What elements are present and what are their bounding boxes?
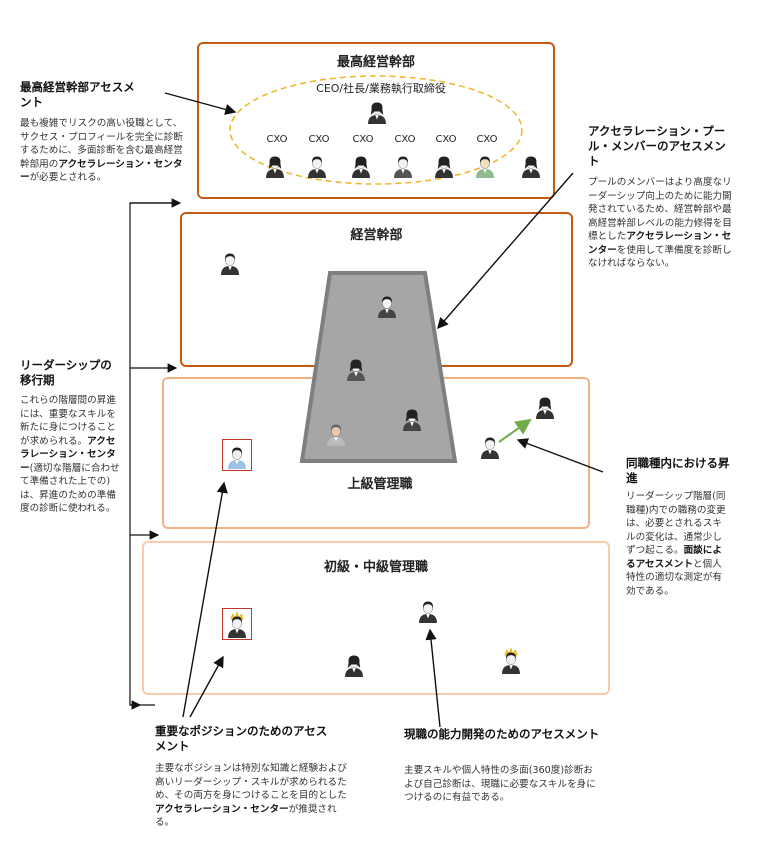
person-icon <box>417 597 439 623</box>
top-executive-box: 最高経営幹部 <box>197 42 555 199</box>
person-icon <box>343 651 365 677</box>
note-current-job-title: 現職の能力開発のためのアセスメント <box>404 727 600 741</box>
junior-manager-box: 初級・中級管理職 <box>142 541 610 695</box>
cxo-label: CXO <box>435 134 457 145</box>
cxo-label: CXO <box>266 134 288 145</box>
note-transition-title: リーダーシップの移行期 <box>20 358 112 387</box>
arrow-key-position-2 <box>189 655 224 718</box>
cxo-label: CXO <box>394 134 416 145</box>
person-icon <box>219 249 241 275</box>
person-icon <box>376 292 398 318</box>
key-position-crowned-person-icon <box>222 608 252 640</box>
person-icon <box>366 98 388 124</box>
person-icon <box>534 393 556 419</box>
note-key-position-title: 重要なポジションのためのアセスメント <box>155 724 328 753</box>
top-executive-ellipse <box>229 75 523 185</box>
person-icon <box>264 152 286 178</box>
person-icon <box>392 152 414 178</box>
person-icon <box>306 152 328 178</box>
cxo-label: CXO <box>352 134 374 145</box>
person-icon <box>479 433 501 459</box>
note-lateral-text: リーダーシップ階層(同職種)内での職務の変更は、必要とされるスキルの変化は、通常… <box>626 491 726 597</box>
transition-bracket <box>129 202 178 706</box>
person-icon <box>433 152 455 178</box>
note-top-text: 最も複雑でリスクの高い役職として、サクセス・プロフィールを完全に診断するために、… <box>20 118 183 183</box>
executive-title: 経営幹部 <box>350 228 403 243</box>
person-icon <box>474 152 496 178</box>
cxo-label: CXO <box>308 134 330 145</box>
junior-manager-title: 初級・中級管理職 <box>323 560 428 575</box>
key-position-person-icon <box>222 439 252 471</box>
arrow-pool-note <box>437 172 574 330</box>
note-pool-title: アクセラレーション・プール・メンバーのアセスメント <box>588 124 726 168</box>
lateral-move-arrow <box>498 418 532 443</box>
note-transition-text: これらの階層間の昇進には、重要なスキルを新たに身につけることが求められる。アクセ… <box>20 395 120 514</box>
note-pool-text: プールのメンバーはより高度なリーダーシップ向上のために能力開発されているため、経… <box>588 177 732 269</box>
person-icon <box>350 152 372 178</box>
person-icon <box>520 152 542 178</box>
crowned-person-icon <box>500 647 522 674</box>
note-top-title: 最高経営幹部アセスメント <box>20 80 135 109</box>
person-icon <box>345 355 367 381</box>
arrow-current-job <box>425 628 441 728</box>
note-lateral-title: 同職種内における昇進 <box>626 456 730 485</box>
person-icon <box>401 405 423 431</box>
top-executive-title: 最高経営幹部 <box>336 55 415 70</box>
senior-manager-title: 上級管理職 <box>347 477 413 492</box>
cxo-label: CXO <box>476 134 498 145</box>
ceo-label: CEO/社長/業務執行取締役 <box>316 82 446 95</box>
note-current-job-text: 主要スキルや個人特性の多面(360度)診断および自己診断は、現職に必要なスキルを… <box>404 765 596 803</box>
note-key-position-text: 主要なポジションは特別な知識と経験および高いリーダーシップ・スキルが求められるた… <box>155 763 347 828</box>
arrow-key-position-1 <box>182 481 228 718</box>
arrow-top-note <box>164 92 237 115</box>
person-icon <box>325 420 347 446</box>
arrow-lateral-note <box>516 438 604 473</box>
